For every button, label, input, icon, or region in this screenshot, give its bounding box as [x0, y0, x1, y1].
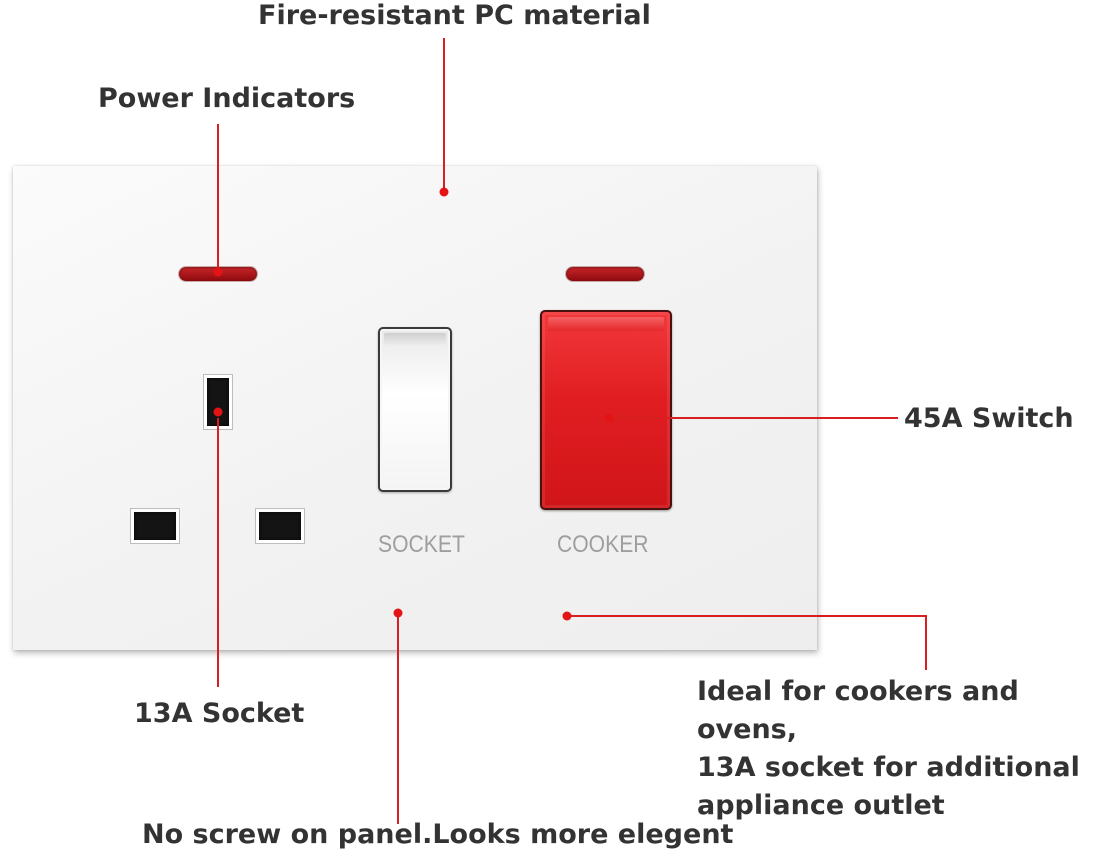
socket-13a-label: 13A Socket: [134, 698, 305, 729]
ideal-for-line-1: Ideal for cookers and ovens,: [697, 676, 1019, 745]
switch-45a-leader-line: [609, 417, 898, 419]
power-indicators-label: Power Indicators: [98, 83, 356, 114]
power-indicators-anchor-dot: [213, 267, 223, 277]
fire-resistant-leader-line: [443, 38, 445, 192]
switch-45a-label: 45A Switch: [904, 403, 1074, 434]
socket-neutral-pin-hole: [256, 509, 304, 543]
cooker-power-indicator: [566, 267, 644, 281]
switch-45a-anchor-dot: [604, 413, 614, 423]
ideal-for-line-3: appliance outlet: [697, 790, 945, 821]
socket-live-pin-hole: [131, 509, 179, 543]
socket-switch-label: SOCKET: [378, 531, 465, 558]
socket-rocker-highlight: [384, 333, 446, 345]
cooker-rocker-highlight: [548, 317, 664, 331]
socket-13a-anchor-dot: [213, 407, 223, 417]
socket-13a-leader-line: [217, 418, 219, 687]
ideal-for-anchor-dot: [562, 611, 572, 621]
cooker-rocker-switch: [540, 310, 672, 510]
no-screw-label: No screw on panel.Looks more elegent: [142, 819, 734, 850]
ideal-for-leader-line-vertical: [925, 615, 927, 670]
socket-rocker-switch: [378, 327, 452, 492]
ideal-for-leader-line-horizontal: [566, 615, 927, 617]
fire-resistant-anchor-dot: [439, 187, 449, 197]
no-screw-anchor-dot: [393, 608, 403, 618]
ideal-for-label: Ideal for cookers and ovens, 13A socket …: [697, 673, 1117, 825]
ideal-for-line-2: 13A socket for additional: [697, 752, 1080, 783]
no-screw-leader-line: [397, 612, 399, 824]
power-indicators-leader-line: [217, 124, 219, 272]
cooker-switch-label: COOKER: [557, 531, 649, 558]
fire-resistant-label: Fire-resistant PC material: [258, 0, 651, 31]
